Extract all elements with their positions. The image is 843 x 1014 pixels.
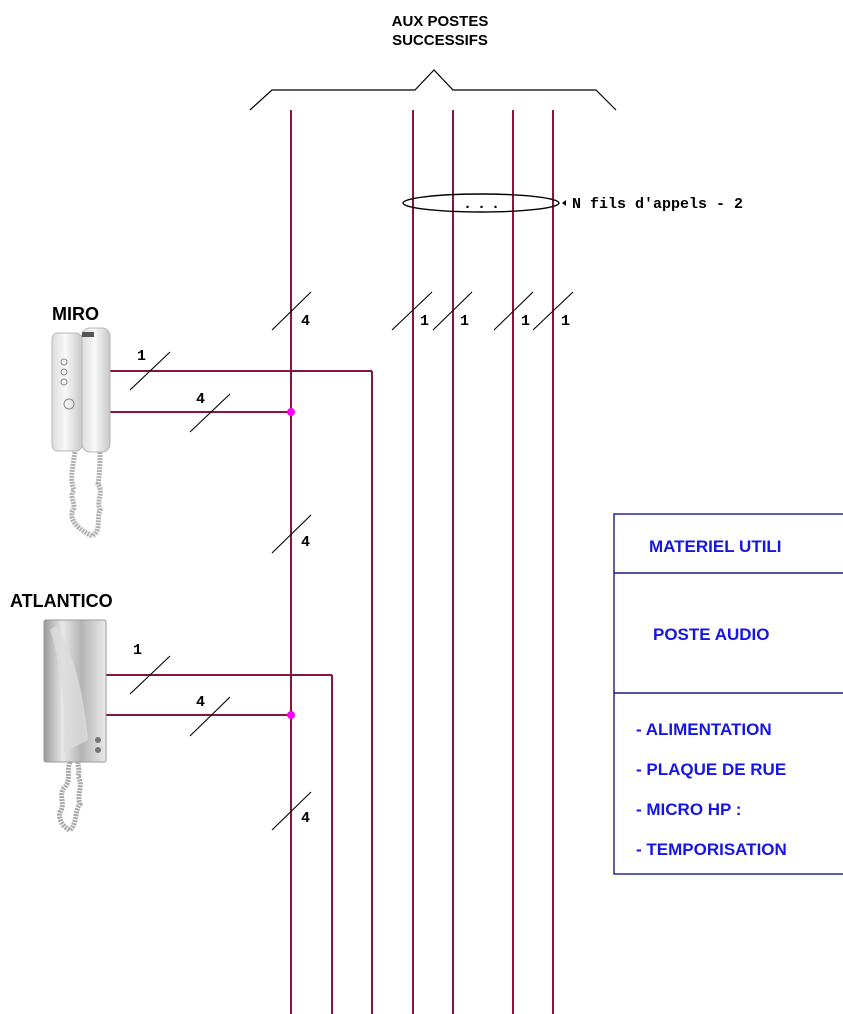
count-main-mid: 4 [301,534,310,551]
material-item-4: - TEMPORISATION [636,840,787,859]
bundle-ellipse [402,193,560,213]
material-item-1: - ALIMENTATION [636,720,772,739]
atlantico-intercom-icon [43,619,107,833]
tick-atlantico-bus [189,696,231,737]
tick-atlantico-call [129,655,171,695]
header-line-2: SUCCESSIFS [392,32,488,49]
bundle-label: N fils d'appels - 2 [572,196,743,213]
miro-intercom-icon [51,327,111,539]
material-table: MATERIEL UTILI POSTE AUDIO - ALIMENTATIO… [613,513,843,875]
tick-miro-call [129,351,171,391]
count-miro-bus: 4 [196,391,205,408]
count-call-b: 1 [460,313,469,330]
tick-call-b [432,291,473,331]
wire-count-ticks [129,291,574,831]
count-miro-call: 1 [137,348,146,365]
count-call-a: 1 [420,313,429,330]
count-atlantico-call: 1 [133,642,142,659]
vertical-wires [103,110,554,1014]
material-item-2: - PLAQUE DE RUE [636,760,786,779]
tick-call-d [532,291,574,331]
bundle-arrow-icon [562,200,566,206]
header-line-1: AUX POSTES [392,13,489,30]
tick-call-c [493,291,534,331]
atlantico-junction [287,711,295,719]
material-table-title: MATERIEL UTILI [649,537,782,556]
count-main-top: 4 [301,313,310,330]
count-main-bottom: 4 [301,810,310,827]
tick-miro-bus [189,393,231,433]
tick-main-top [271,291,312,331]
material-item-3: - MICRO HP : [636,800,741,819]
material-table-section: POSTE AUDIO [653,625,770,644]
count-atlantico-bus: 4 [196,694,205,711]
count-call-d: 1 [561,313,570,330]
tick-main-bottom [271,791,312,831]
count-call-c: 1 [521,313,530,330]
tick-call-a [391,291,433,331]
station-name-atlantico: ATLANTICO [10,591,113,611]
tick-main-mid [271,514,312,554]
bundle-dots: ... [463,196,505,213]
material-table-border [613,513,843,875]
header-brace [249,69,617,111]
station-name-miro: MIRO [52,304,99,324]
miro-junction [287,408,295,416]
